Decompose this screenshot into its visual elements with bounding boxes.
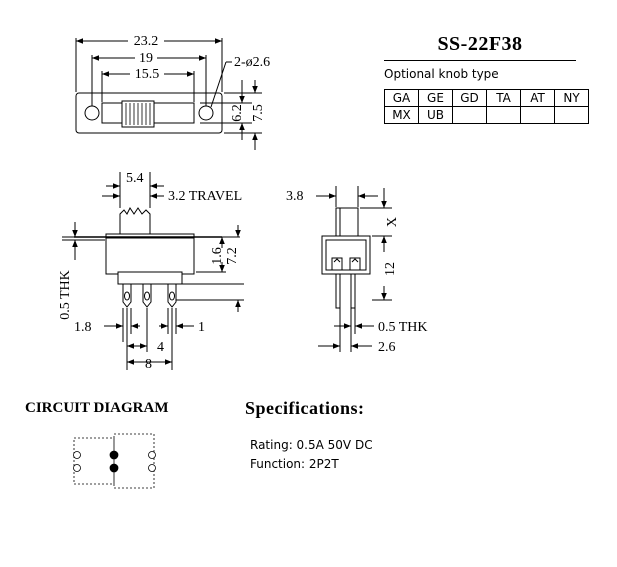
end-body xyxy=(321,235,371,275)
end-pin-right xyxy=(350,273,356,309)
knob-cell: GD xyxy=(452,89,487,107)
table-row: MX UB xyxy=(384,106,589,124)
end-pin-left xyxy=(335,273,341,309)
knob-cell: AT xyxy=(520,89,555,107)
right-mount-hole xyxy=(198,105,214,121)
spec-function: Function: 2P2T xyxy=(250,457,339,471)
terminal-center-bottom xyxy=(109,463,119,473)
dim-travel: 3.2 TRAVEL xyxy=(168,189,242,204)
terminal-left-bottom xyxy=(73,464,81,472)
side-view-labels: 5.4 3.2 TRAVEL 1.6 7.2 0.5 THK 1.8 1 4 8 xyxy=(58,171,242,372)
terminal-right-top xyxy=(148,451,156,459)
knob-cell: GA xyxy=(384,89,419,107)
circuit-right-bracket xyxy=(113,433,155,489)
circuit-diagram-title: CIRCUIT DIAGRAM xyxy=(25,400,169,416)
knob-cell: MX xyxy=(384,106,419,124)
knob-cell xyxy=(486,106,521,124)
model-title: SS-22F38 xyxy=(437,33,523,55)
dim-knob-height: X xyxy=(385,217,400,227)
knob-type-table: GA GE GD TA AT NY MX UB xyxy=(384,89,589,124)
terminal-center-top xyxy=(109,450,119,460)
left-mount-hole xyxy=(84,105,100,121)
table-row: GA GE GD TA AT NY xyxy=(384,89,589,107)
knob-cell: GE xyxy=(418,89,453,107)
dim-end-height: 12 xyxy=(383,262,398,276)
dim-side-height: 7.2 xyxy=(225,247,240,265)
dim-actuator-height: 1.6 xyxy=(210,247,225,265)
dim-pin-width: 1 xyxy=(198,320,205,335)
knob-cell: TA xyxy=(486,89,521,107)
knob-cell xyxy=(520,106,555,124)
dim-hole-pitch: 19 xyxy=(139,51,153,66)
end-knob xyxy=(335,207,359,237)
terminal-left-top xyxy=(73,451,81,459)
dim-pin-offset: 1.8 xyxy=(74,320,92,335)
terminal-right-bottom xyxy=(148,464,156,472)
end-view-labels: 3.8 X 12 0.5 THK 2.6 xyxy=(286,189,428,355)
end-view xyxy=(316,186,392,352)
side-pins xyxy=(122,284,177,308)
side-base xyxy=(117,271,183,285)
knob-cell: UB xyxy=(418,106,453,124)
side-actuator xyxy=(119,207,151,234)
dim-slot-length: 15.5 xyxy=(135,67,160,82)
mounting-plate-outline xyxy=(75,92,223,134)
dim-pin-thickness: 0.5 THK xyxy=(378,320,428,335)
dim-body-height: 6.2 xyxy=(230,104,245,122)
dim-plate-thickness: 0.5 THK xyxy=(58,270,73,320)
dim-pin-pitch: 4 xyxy=(157,340,164,355)
title-underline xyxy=(384,60,576,61)
circuit-diagram xyxy=(73,433,156,489)
dim-pin-span: 8 xyxy=(145,357,152,372)
side-body xyxy=(105,233,195,275)
specifications-title: Specifications: xyxy=(245,398,365,418)
knob-cell: NY xyxy=(554,89,589,107)
dim-mount-holes: 2-ø2.6 xyxy=(234,55,270,70)
knob-cell xyxy=(452,106,487,124)
top-view-labels: 23.2 19 15.5 2-ø2.6 6.2 7.5 xyxy=(128,33,270,122)
dim-plate-height: 7.5 xyxy=(251,104,266,122)
spec-rating: Rating: 0.5A 50V DC xyxy=(250,438,373,452)
side-view xyxy=(62,172,244,370)
top-view xyxy=(75,38,262,150)
dim-end-actuator-width: 3.8 xyxy=(286,189,304,204)
circuit-left-bracket xyxy=(73,437,115,485)
dim-pin-depth: 2.6 xyxy=(378,340,396,355)
knob-cell xyxy=(554,106,589,124)
dim-actuator-width: 5.4 xyxy=(126,171,144,186)
knob-caption: Optional knob type xyxy=(384,67,499,81)
dim-overall-length: 23.2 xyxy=(134,34,159,49)
